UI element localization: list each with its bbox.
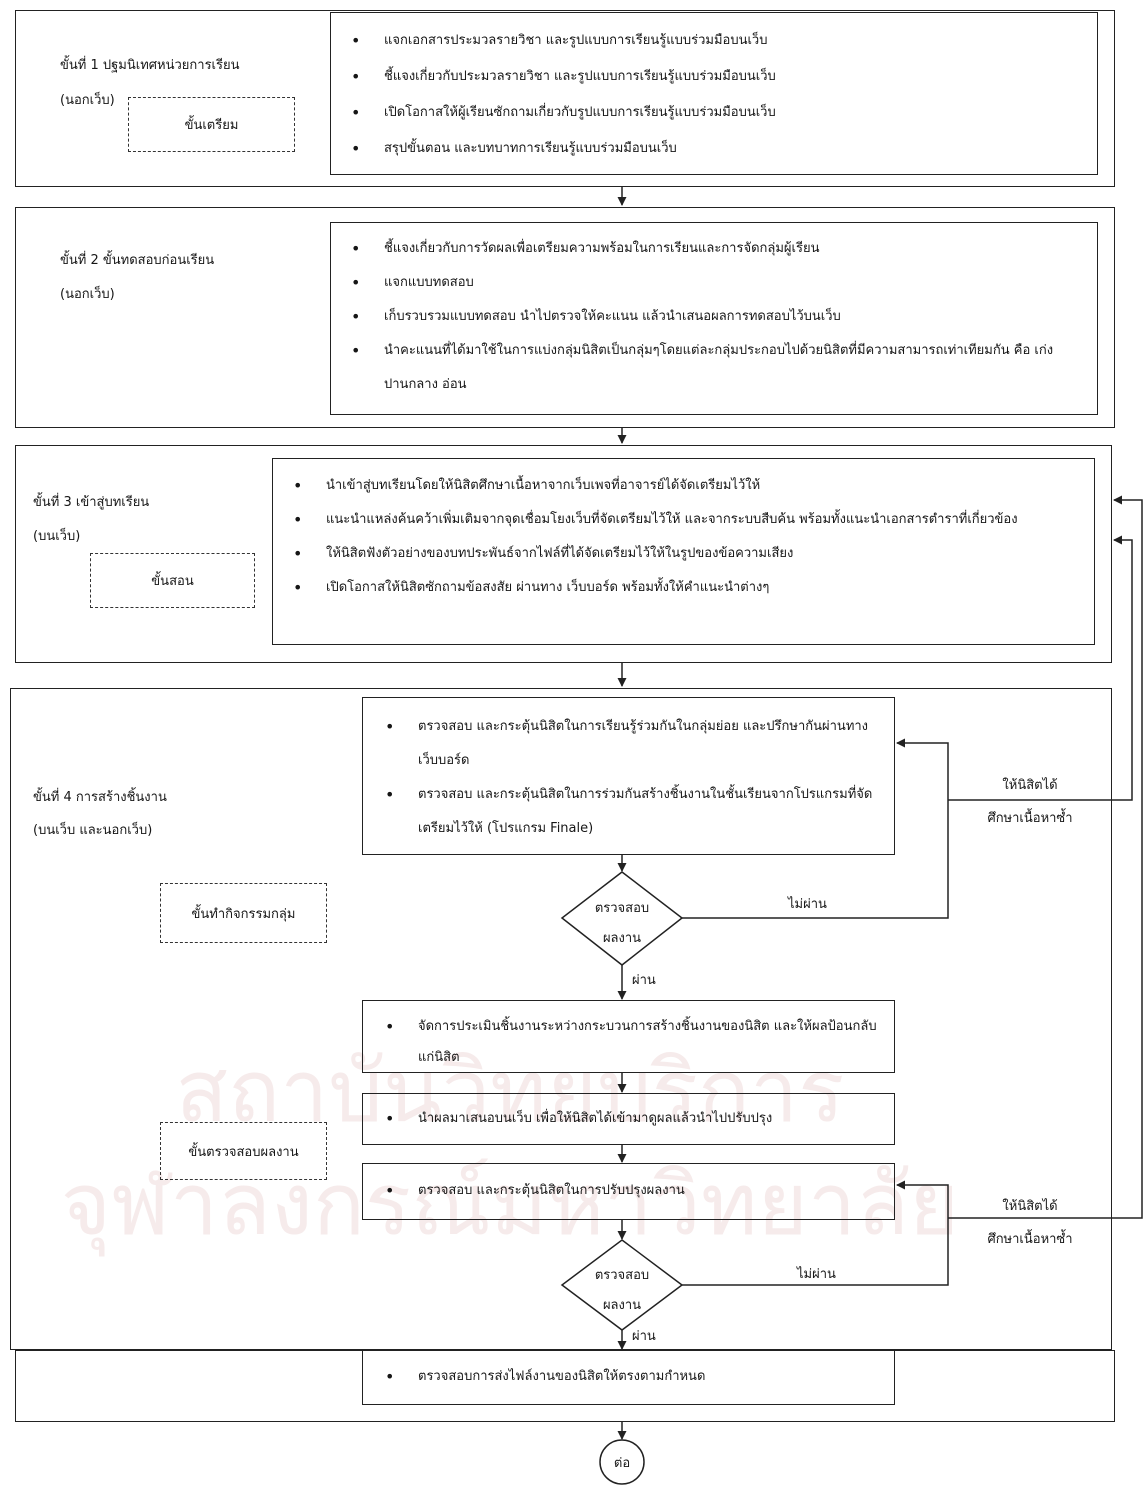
stage-2-step: นำคะแนนที่ได้มาใช้ในการแบ่งกลุ่มนิสิตเป็… <box>351 334 1079 402</box>
phase-teach-label: ขั้นสอน <box>151 574 194 589</box>
reteach-note-line-1: ให้นิสิตได้ <box>1002 1199 1058 1214</box>
phase-prepare-box: ขั้นเตรียม <box>128 97 295 152</box>
group-work-step: ตรวจสอบ และกระตุ้นนิสิตในการเรียนรู้ร่วม… <box>385 710 880 778</box>
stage-1-step: เปิดโอกาสให้ผู้เรียนซักถามเกี่ยวกับรูปแบ… <box>351 95 1075 131</box>
pass-label: ผ่าน <box>632 1329 656 1344</box>
stage-2-step: ชี้แจงเกี่ยวกับการวัดผลเพื่อเตรียมความพร… <box>351 232 1079 266</box>
submit-check-box: ตรวจสอบการส่งไฟล์งานของนิสิตให้ตรงตามกำห… <box>362 1350 895 1405</box>
reteach-note-line-2: ศึกษาเนื้อหาซ้ำ <box>987 811 1073 826</box>
stage-1-location: (นอกเว็บ) <box>60 93 115 108</box>
stage-3-step-list: นำเข้าสู่บทเรียนโดยให้นิสิตศึกษาเนื้อหาจ… <box>293 469 1076 605</box>
present-results-step: นำผลมาเสนอบนเว็บ เพื่อให้นิสิตได้เข้ามาด… <box>385 1104 880 1134</box>
stage-2-steps-box: ชี้แจงเกี่ยวกับการวัดผลเพื่อเตรียมความพร… <box>330 222 1098 415</box>
stage-1-step: ชี้แจงเกี่ยวกับประมวลรายวิชา และรูปแบบกา… <box>351 59 1075 95</box>
stage-1-title: ขั้นที่ 1 ปฐมนิเทศหน่วยการเรียน <box>60 58 240 73</box>
phase-check-work-label: ขั้นตรวจสอบผลงาน <box>188 1144 299 1160</box>
stage-1-steps-box: แจกเอกสารประมวลรายวิชา และรูปแบบการเรียน… <box>330 12 1098 175</box>
fail-label: ไม่ผ่าน <box>797 1267 836 1282</box>
stage-2-location: (นอกเว็บ) <box>60 287 115 302</box>
stage-2-step-list: ชี้แจงเกี่ยวกับการวัดผลเพื่อเตรียมความพร… <box>351 232 1079 402</box>
phase-group-activity-box: ขั้นทำกิจกรรมกลุ่ม <box>160 883 327 943</box>
fail-label: ไม่ผ่าน <box>788 897 827 912</box>
phase-group-activity-label: ขั้นทำกิจกรรมกลุ่ม <box>191 906 296 922</box>
group-work-step: ตรวจสอบ และกระตุ้นนิสิตในการร่วมกันสร้าง… <box>385 778 880 846</box>
stage-3-step: นำเข้าสู่บทเรียนโดยให้นิสิตศึกษาเนื้อหาจ… <box>293 469 1076 503</box>
submit-check-list: ตรวจสอบการส่งไฟล์งานของนิสิตให้ตรงตามกำห… <box>385 1362 880 1392</box>
phase-teach-box: ขั้นสอน <box>90 553 255 608</box>
reteach-note: ให้นิสิตได้ ศึกษาเนื้อหาซ้ำ <box>968 1190 1092 1256</box>
stage-1-step: แจกเอกสารประมวลรายวิชา และรูปแบบการเรียน… <box>351 23 1075 59</box>
stage-1-step-list: แจกเอกสารประมวลรายวิชา และรูปแบบการเรียน… <box>351 23 1075 167</box>
evaluate-step: จัดการประเมินชิ้นงานระหว่างกระบวนการสร้า… <box>385 1011 880 1072</box>
stage-3-step: แนะนำแหล่งค้นคว้าเพิ่มเติมจากจุดเชื่อมโย… <box>293 503 1076 537</box>
improve-work-box: ตรวจสอบ และกระตุ้นนิสิตในการปรับปรุงผลงา… <box>362 1163 895 1220</box>
reteach-note-line-1: ให้นิสิตได้ <box>1002 778 1058 793</box>
stage-2-step: แจกแบบทดสอบ <box>351 266 1079 300</box>
improve-work-step: ตรวจสอบ และกระตุ้นนิสิตในการปรับปรุงผลงา… <box>385 1176 880 1206</box>
phase-check-work-box: ขั้นตรวจสอบผลงาน <box>160 1122 327 1180</box>
present-results-list: นำผลมาเสนอบนเว็บ เพื่อให้นิสิตได้เข้ามาด… <box>385 1104 880 1134</box>
stage-2-step: เก็บรวบรวมแบบทดสอบ นำไปตรวจให้คะแนน แล้ว… <box>351 300 1079 334</box>
phase-prepare-label: ขั้นเตรียม <box>184 118 239 133</box>
group-work-list: ตรวจสอบ และกระตุ้นนิสิตในการเรียนรู้ร่วม… <box>385 710 880 846</box>
stage-4-title: ขั้นที่ 4 การสร้างชิ้นงาน <box>33 790 167 805</box>
stage-3-location: (บนเว็บ) <box>33 529 81 544</box>
continuation-label: ต่อ <box>614 1456 630 1471</box>
reteach-note-line-2: ศึกษาเนื้อหาซ้ำ <box>987 1232 1073 1247</box>
reteach-note: ให้นิสิตได้ ศึกษาเนื้อหาซ้ำ <box>968 769 1092 835</box>
group-work-box: ตรวจสอบ และกระตุ้นนิสิตในการเรียนรู้ร่วม… <box>362 697 895 855</box>
submit-check-step: ตรวจสอบการส่งไฟล์งานของนิสิตให้ตรงตามกำห… <box>385 1362 880 1392</box>
stage-1-step: สรุปขั้นตอน และบทบาทการเรียนรู้แบบร่วมมื… <box>351 131 1075 167</box>
stage-3-step: ให้นิสิตฟังตัวอย่างของบทประพันธ์จากไฟล์ท… <box>293 537 1076 571</box>
stage-4-location: (บนเว็บ และนอกเว็บ) <box>33 823 153 838</box>
evaluate-box: จัดการประเมินชิ้นงานระหว่างกระบวนการสร้า… <box>362 1000 895 1073</box>
improve-work-list: ตรวจสอบ และกระตุ้นนิสิตในการปรับปรุงผลงา… <box>385 1176 880 1206</box>
stage-2-title: ขั้นที่ 2 ขั้นทดสอบก่อนเรียน <box>60 253 215 268</box>
evaluate-list: จัดการประเมินชิ้นงานระหว่างกระบวนการสร้า… <box>385 1011 880 1072</box>
pass-label: ผ่าน <box>632 973 656 988</box>
stage-3-title: ขั้นที่ 3 เข้าสู่บทเรียน <box>33 495 150 510</box>
stage-2-box <box>15 207 1115 428</box>
stage-1-box <box>15 10 1115 187</box>
continuation-connector <box>599 1439 645 1485</box>
stage-3-step: เปิดโอกาสให้นิสิตซักถามข้อสงสัย ผ่านทาง … <box>293 571 1076 605</box>
present-results-box: นำผลมาเสนอบนเว็บ เพื่อให้นิสิตได้เข้ามาด… <box>362 1093 895 1145</box>
stage-3-steps-box: นำเข้าสู่บทเรียนโดยให้นิสิตศึกษาเนื้อหาจ… <box>272 458 1095 645</box>
